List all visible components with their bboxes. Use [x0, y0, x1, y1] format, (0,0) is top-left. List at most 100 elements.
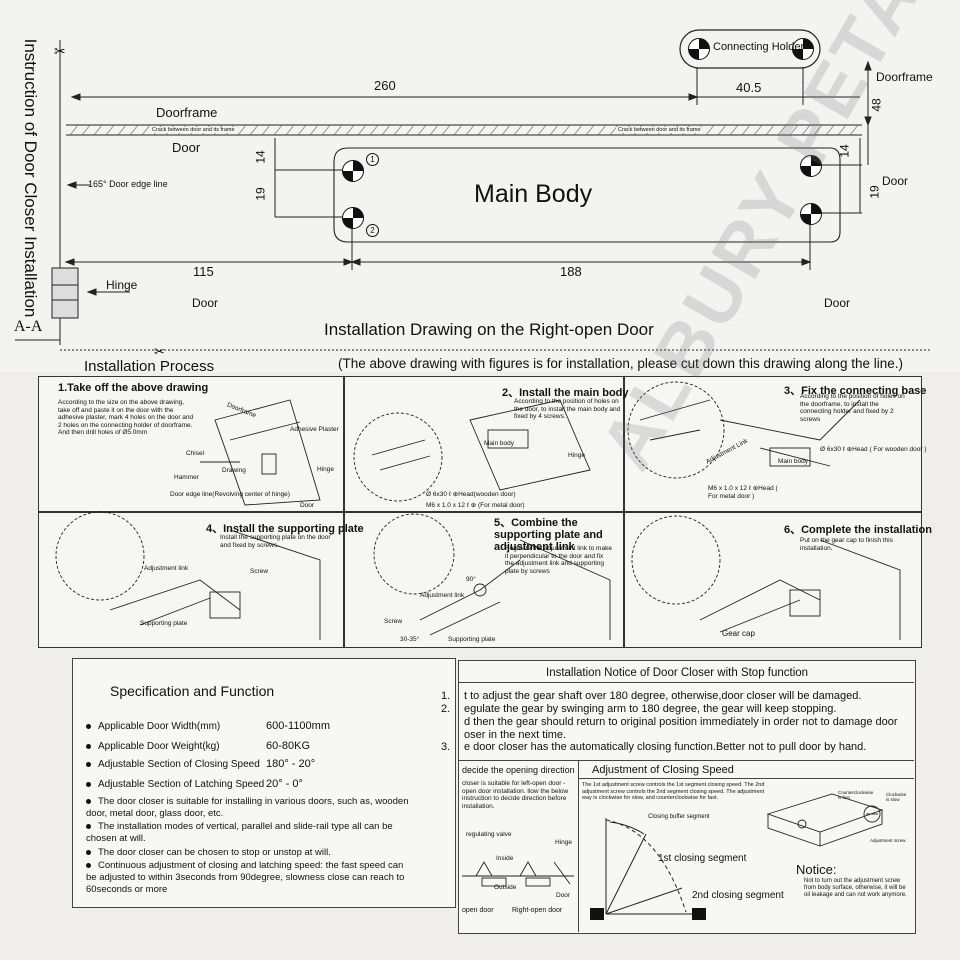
- spec-value: 20° - 0°: [266, 778, 303, 790]
- bullet-icon: [86, 862, 91, 868]
- step-5-label: 90°: [466, 576, 476, 583]
- closing-notice-text: Not to turn out the adjustment screw fro…: [804, 878, 907, 898]
- dimension-260: 260: [374, 78, 396, 93]
- bullet-icon: [86, 723, 91, 729]
- step-panel-3: [624, 376, 922, 512]
- cut-note: (The above drawing with figures is for i…: [338, 356, 904, 371]
- doorframe-label-right: Doorframe: [876, 70, 933, 84]
- process-heading: Installation Process: [84, 358, 215, 375]
- door-bottom-right-label: Door: [824, 296, 851, 310]
- drawing-caption: Installation Drawing on the Right-open D…: [324, 320, 654, 339]
- dimension-188: 188: [560, 264, 582, 279]
- spec-value: 180° - 20°: [266, 758, 316, 770]
- direction-heading: decide the opening direction: [462, 765, 575, 775]
- spec-value: 600-1100mm: [266, 720, 330, 732]
- notice-item-text: d then the gear should return to origina…: [464, 716, 898, 728]
- step-6-label: Gear cap: [722, 629, 755, 638]
- step-1-label: Door: [300, 502, 315, 509]
- step-3-text: According to the position of holes on th…: [800, 393, 905, 423]
- bullet-icon: [86, 761, 91, 767]
- crosshair-hole-icon: [688, 38, 710, 60]
- svg-text:✂: ✂: [154, 345, 165, 360]
- spec-row: Applicable Door Weight(kg): [86, 740, 446, 753]
- spec-label: Applicable Door Weight(kg): [98, 741, 220, 752]
- step-5-label: Screw: [384, 618, 403, 625]
- step-2-text: According to the position of holes on th…: [514, 398, 621, 420]
- step-2-label: Ø 6x30 ℓ ⊕Head(wooden door): [426, 491, 516, 498]
- step-1-label: Chisel: [186, 450, 205, 457]
- step-panel-5: [344, 512, 624, 648]
- step-4-label: Adjustment link: [144, 565, 189, 572]
- closing-heading-rule: [578, 778, 914, 779]
- hole-number-2: 2: [366, 224, 379, 237]
- step-4-label: Screw: [250, 568, 269, 575]
- spec-note-text: The door closer can be chosen to stop or…: [98, 847, 331, 858]
- closing-notice-title: Notice:: [796, 862, 837, 877]
- direction-label: open door: [462, 907, 494, 914]
- step-2-label: M6 x 1.0 x 12 ℓ ⊕ (For metal door): [426, 502, 525, 509]
- step-2-label: Hinge: [568, 452, 585, 459]
- closing-label: Clockwise is slow: [886, 792, 907, 802]
- crosshair-hole-icon: [342, 160, 364, 182]
- step-panel-6: [624, 512, 922, 648]
- closing-label: Counterclockwise is fast: [838, 790, 874, 800]
- hinge-label: Hinge: [106, 278, 138, 292]
- step-4-text: Install the supporting plate on the door…: [220, 534, 331, 549]
- step-1-title: 1.Take off the above drawing: [58, 382, 209, 394]
- crack-label-left: Crack between door and its frame: [150, 127, 237, 133]
- closing-label: Closing buffer segment: [648, 814, 710, 820]
- spec-row: Adjustable Section of Closing Speed: [86, 758, 446, 771]
- step-6-title: 6、Complete the installation: [784, 524, 932, 536]
- spec-heading: Specification and Function: [110, 683, 275, 699]
- step-1-label: Hammer: [174, 474, 199, 481]
- step-6-text: Put on the gear cap to finish this insta…: [800, 537, 893, 552]
- notice-heading-rule: [458, 682, 914, 683]
- step-1-label: Hinge: [317, 466, 334, 473]
- svg-text:✂: ✂: [54, 44, 66, 60]
- spec-note-text: The door closer is suitable for installi…: [86, 796, 409, 819]
- direction-label: Door: [556, 892, 571, 899]
- closing-heading: Adjustment of Closing Speed: [592, 764, 734, 776]
- step-5-label: 30-35°: [400, 636, 420, 643]
- bullet-icon: [86, 798, 91, 804]
- crosshair-hole-icon: [800, 203, 822, 225]
- step-panel-2: [344, 376, 624, 512]
- step-2-title: 2、Install the main body: [502, 387, 629, 399]
- spec-note-text: The installation modes of vertical, para…: [86, 821, 393, 844]
- crack-label-right: Crack between door and its frame: [616, 127, 703, 133]
- notice-item-text: oser in the next time.: [464, 729, 567, 741]
- top-drawing-lines: ✂ ✂: [15, 29, 930, 360]
- spec-sheet: [72, 658, 456, 908]
- step-5-label: Adjustment link: [420, 592, 465, 599]
- closing-label: 2nd closing segment: [692, 890, 784, 901]
- direction-text: closer is suitable for left-open door -o…: [462, 780, 569, 810]
- notice-item-text: t to adjust the gear shaft over 180 degr…: [464, 690, 862, 702]
- spec-label: Adjustable Section of Latching Speed: [98, 779, 265, 790]
- spec-note-text: Continuous adjustment of closing and lat…: [86, 860, 405, 895]
- notice-item-num: 1.: [441, 690, 451, 702]
- crosshair-hole-icon: [792, 38, 814, 60]
- spec-value: 60-80KG: [266, 740, 311, 752]
- connecting-holder-label: Connecting Holder: [713, 41, 805, 53]
- door-label-left: Door: [172, 140, 201, 155]
- closing-speed-diagram: [590, 818, 706, 920]
- notice-item-num: 2.: [441, 703, 451, 715]
- notice-item-text: egulate the gear by swinging arm to 180 …: [464, 703, 837, 715]
- doorframe-label-left: Doorframe: [156, 105, 218, 120]
- notice-col-rule: [578, 760, 579, 932]
- bullet-icon: [86, 823, 91, 829]
- direction-label: Right-open door: [512, 907, 563, 914]
- section-label: A-A: [14, 318, 43, 335]
- direction-label: Hinge: [555, 839, 572, 846]
- spec-label: Adjustable Section of Closing Speed: [98, 759, 260, 770]
- dimension-115: 115: [193, 264, 214, 279]
- crosshair-hole-icon: [800, 155, 822, 177]
- closing-label: 1st closing segment: [658, 853, 747, 864]
- direction-label: Inside: [496, 855, 514, 862]
- closing-label: Adjustment screw: [870, 838, 906, 843]
- bullet-icon: [86, 781, 91, 787]
- step-1-label: Door edge line(Revolving center of hinge…: [170, 491, 290, 498]
- direction-diagram: [462, 861, 574, 887]
- edge-line-label: 165° Door edge line: [88, 179, 168, 189]
